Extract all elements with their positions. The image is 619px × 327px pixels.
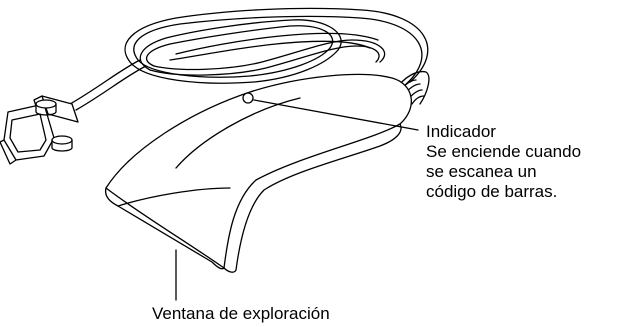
indicator-description-line-2: se escanea un: [426, 162, 581, 182]
indicator-description-line-1: Se enciende cuando: [426, 142, 581, 162]
indicator-callout-description: Se enciende cuando se escanea un código …: [426, 142, 581, 202]
scan-window-callout-title: Ventana de exploración: [152, 304, 330, 324]
scanner-cable-lead: [70, 60, 146, 110]
serial-connector: [0, 96, 78, 164]
indicator-callout-title: Indicador: [426, 122, 496, 142]
indicator-led: [243, 93, 253, 103]
indicator-description-line-3: código de barras.: [426, 182, 581, 202]
scanner-cable-coil: [125, 8, 428, 86]
scanner-body: [106, 74, 412, 272]
